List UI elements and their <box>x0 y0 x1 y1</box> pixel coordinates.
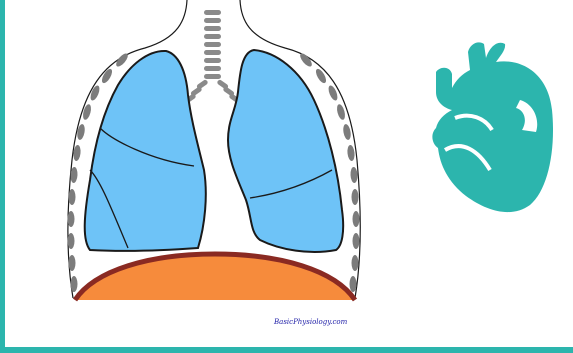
trachea <box>184 10 241 104</box>
credit-text: BasicPhysiology.com <box>274 318 347 326</box>
frame-border-left <box>0 0 5 353</box>
diaphragm <box>75 254 355 300</box>
frame-border-bottom <box>0 347 573 353</box>
heart-icon <box>432 42 553 212</box>
